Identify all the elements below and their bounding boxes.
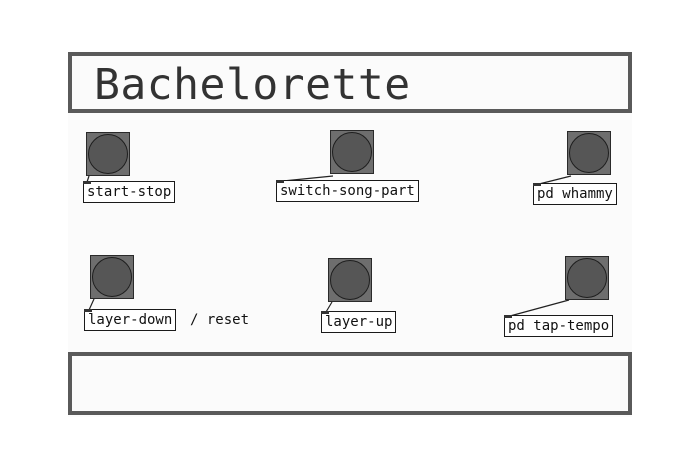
comment-reset: / reset bbox=[190, 312, 250, 328]
object-label: pd whammy bbox=[537, 186, 613, 202]
cord-tap-tempo bbox=[509, 299, 570, 317]
bang-circle-icon bbox=[569, 133, 609, 173]
object-whammy[interactable]: pd whammy bbox=[533, 183, 617, 205]
inlet bbox=[504, 315, 512, 318]
object-label: switch-song-part bbox=[280, 183, 415, 199]
object-tap-tempo[interactable]: pd tap-tempo bbox=[504, 315, 614, 337]
object-layer-down[interactable]: layer-down bbox=[84, 309, 177, 331]
object-start-stop[interactable]: start-stop bbox=[83, 181, 176, 203]
bang-layer-down[interactable] bbox=[90, 255, 134, 299]
bang-circle-icon bbox=[330, 260, 370, 300]
bang-switch-song-part[interactable] bbox=[330, 130, 374, 174]
inlet bbox=[83, 181, 91, 184]
inlet bbox=[533, 183, 541, 186]
title-canvas: Bachelorette bbox=[68, 52, 632, 113]
object-label: layer-down bbox=[88, 312, 173, 328]
cord-whammy bbox=[538, 175, 572, 185]
cord-layer-up bbox=[325, 301, 333, 313]
inlet bbox=[321, 311, 329, 314]
bang-whammy[interactable] bbox=[567, 131, 611, 175]
inlet bbox=[276, 180, 284, 183]
bang-tap-tempo[interactable] bbox=[565, 256, 609, 300]
bang-circle-icon bbox=[567, 258, 607, 298]
bottom-canvas bbox=[68, 352, 632, 415]
object-switch-song-part[interactable]: switch-song-part bbox=[276, 180, 419, 202]
bang-layer-up[interactable] bbox=[328, 258, 372, 302]
object-label: pd tap-tempo bbox=[508, 318, 610, 334]
object-label: layer-up bbox=[325, 314, 393, 330]
bang-circle-icon bbox=[88, 134, 128, 174]
inlet bbox=[84, 309, 92, 312]
bang-circle-icon bbox=[92, 257, 132, 297]
cord-layer-down bbox=[88, 298, 95, 311]
patch-title: Bachelorette bbox=[94, 60, 411, 110]
object-layer-up[interactable]: layer-up bbox=[321, 311, 397, 333]
object-label: start-stop bbox=[87, 184, 172, 200]
bang-circle-icon bbox=[332, 132, 372, 172]
bang-start-stop[interactable] bbox=[86, 132, 130, 176]
